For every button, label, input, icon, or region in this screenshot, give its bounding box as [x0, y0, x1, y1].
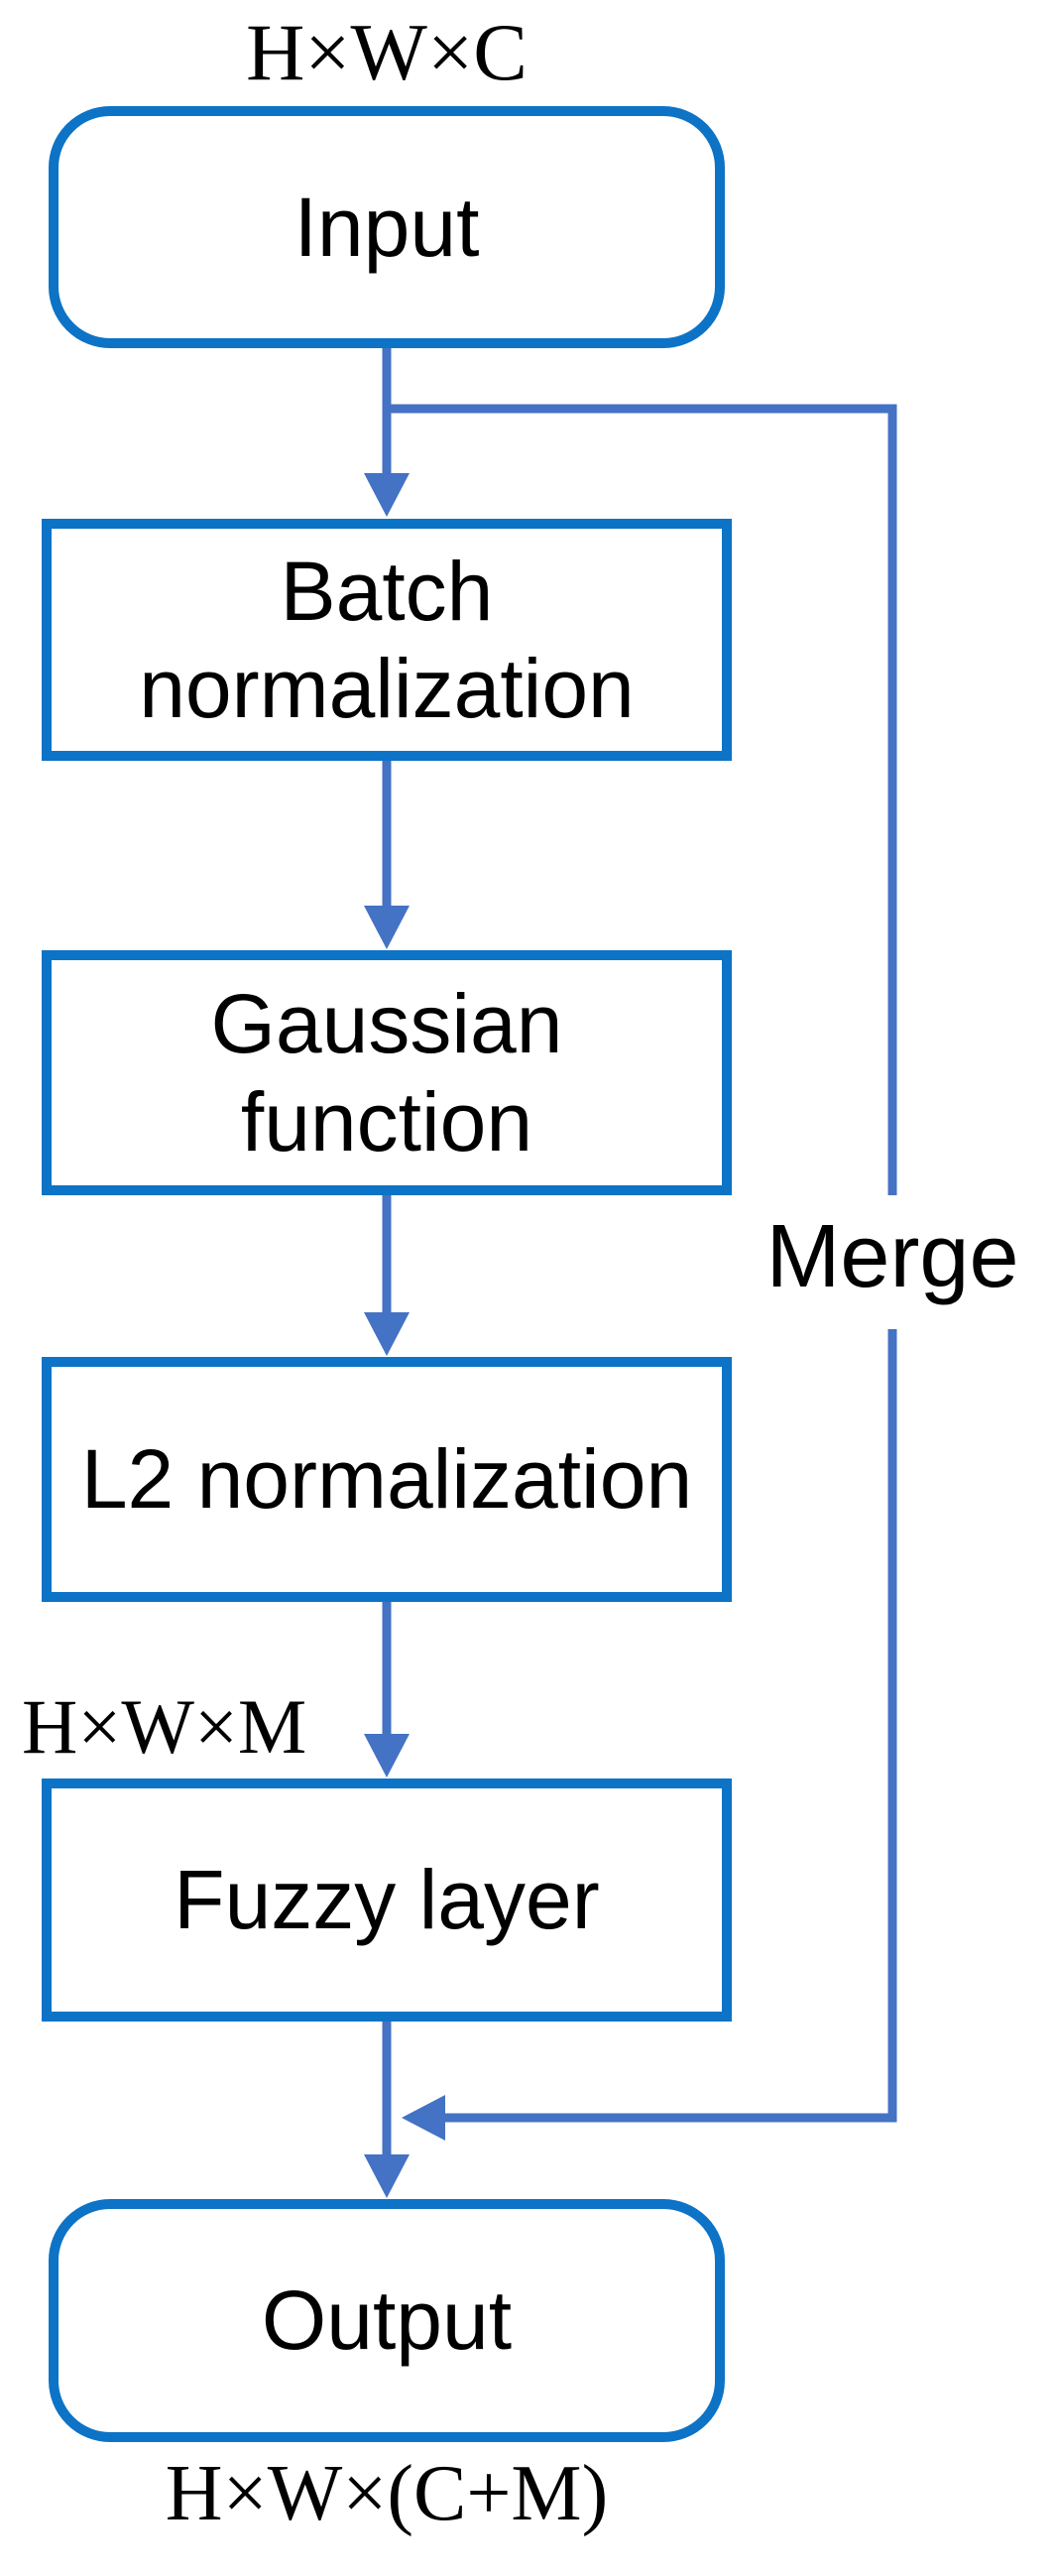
node-l2-normalization: L2 normalization [42, 1357, 732, 1602]
merge-branch-lower-line [445, 1329, 897, 2123]
node-l2-normalization-label: L2 normalization [80, 1432, 693, 1527]
node-batch-normalization: Batch normalization [42, 519, 732, 761]
node-fuzzy-layer: Fuzzy layer [42, 1779, 732, 2022]
arrowhead-down-icon [364, 1734, 410, 1778]
dim-label-fuzzy: H×W×M [22, 1683, 307, 1770]
node-output-label: Output [261, 2273, 513, 2368]
node-input-label: Input [294, 180, 480, 274]
dim-label-output: H×W×(C+M) [165, 2450, 609, 2537]
arrowhead-down-icon [364, 473, 410, 517]
arrowhead-down-icon [364, 906, 410, 949]
node-gaussian-function: Gaussian function [42, 950, 732, 1195]
node-fuzzy-layer-label: Fuzzy layer [174, 1853, 600, 1947]
dim-label-input: H×W×C [246, 7, 528, 97]
node-batch-normalization-label: Batch normalization [139, 544, 635, 735]
arrowhead-left-icon [402, 2095, 445, 2141]
arrowhead-down-icon [364, 2154, 410, 2198]
node-output: Output [49, 2199, 725, 2442]
merge-label: Merge [765, 1207, 1019, 1306]
node-gaussian-function-label: Gaussian function [210, 977, 563, 1168]
arrowhead-down-icon [364, 1312, 410, 1356]
node-input: Input [49, 106, 725, 348]
merge-branch-upper-line [387, 404, 897, 1195]
